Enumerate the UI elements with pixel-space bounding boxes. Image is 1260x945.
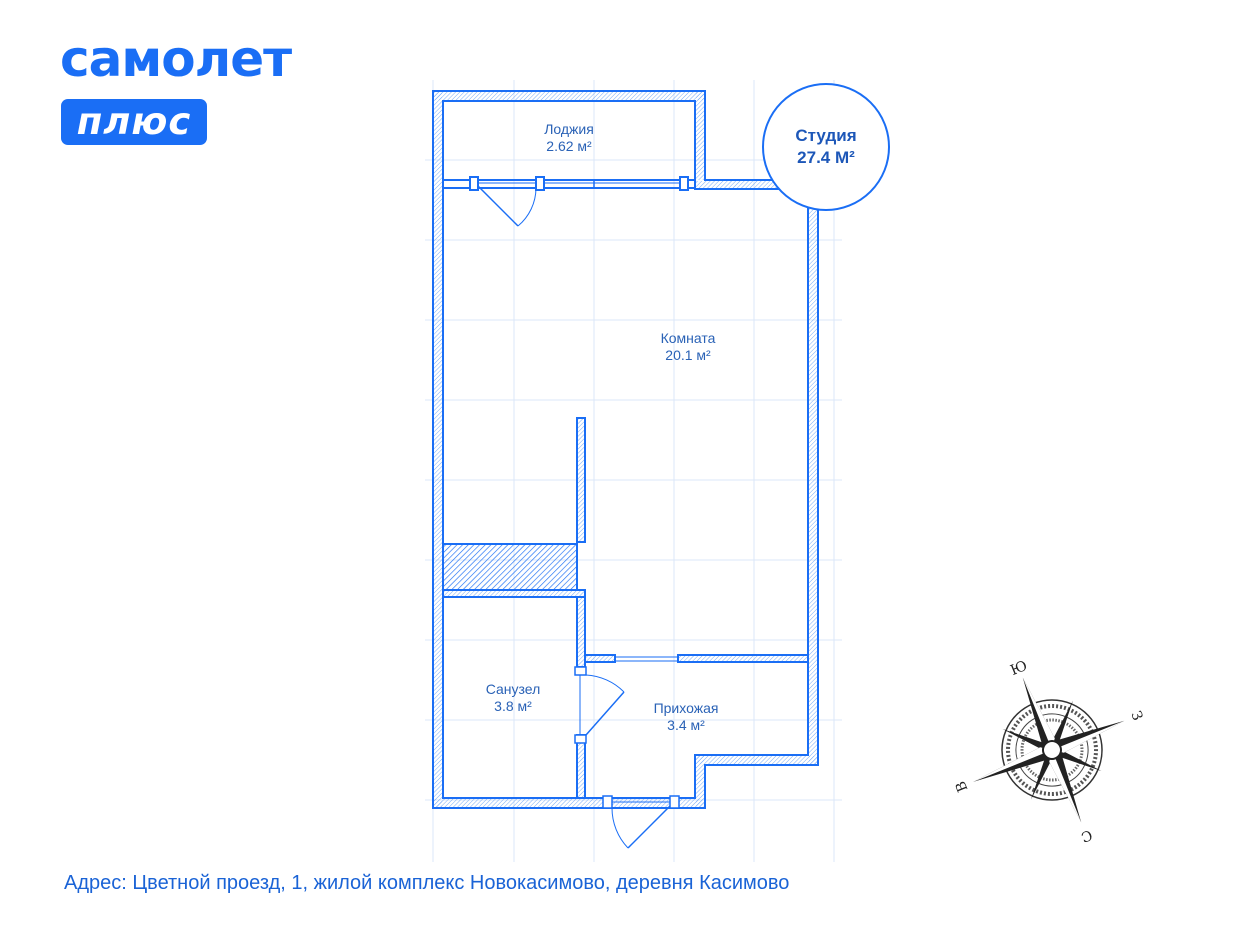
room-main-name: Комната [660, 330, 716, 346]
wall-bands [434, 92, 817, 807]
room-main: Комната 20.1 м² [608, 330, 768, 364]
address-text: Адрес: Цветной проезд, 1, жилой комплекс… [64, 872, 790, 894]
compass-west-label: В [953, 779, 972, 795]
hall-opening [615, 656, 678, 662]
compass-north-label: Ю [1008, 658, 1029, 679]
bathroom-door [574, 666, 625, 744]
compass-rose: Ю З С В [953, 658, 1146, 845]
room-loggia: Лоджия 2.62 м² [489, 121, 649, 155]
exterior-walls [432, 90, 819, 809]
room-bathroom-name: Санузел [485, 681, 541, 697]
compass-east-label: З [1127, 709, 1145, 723]
room-hallway-name: Прихожая [653, 700, 719, 716]
room-loggia-name: Лоджия [544, 121, 594, 137]
room-bathroom-area: 3.8 м² [494, 698, 532, 714]
room-loggia-area: 2.62 м² [546, 138, 592, 154]
entrance-door [602, 795, 680, 849]
loggia-door [477, 185, 537, 227]
studio-title: Студия [795, 126, 857, 145]
room-main-area: 20.1 м² [665, 347, 711, 363]
room-hallway-area: 3.4 м² [667, 717, 705, 733]
studio-area: 27.4 М² [797, 148, 855, 167]
background-grid [425, 80, 842, 862]
loggia-partition [443, 176, 695, 191]
room-hallway: Прихожая 3.4 м² [606, 700, 766, 734]
compass-south-label: С [1078, 826, 1094, 845]
ventilation-shaft [442, 543, 578, 591]
room-bathroom: Санузел 3.8 м² [433, 681, 593, 715]
studio-area-badge: Студия 27.4 М² [762, 83, 890, 211]
brand-logo-text: самолет [60, 30, 292, 88]
interior-partitions [442, 417, 809, 799]
brand-logo-badge: плюс [61, 99, 207, 145]
